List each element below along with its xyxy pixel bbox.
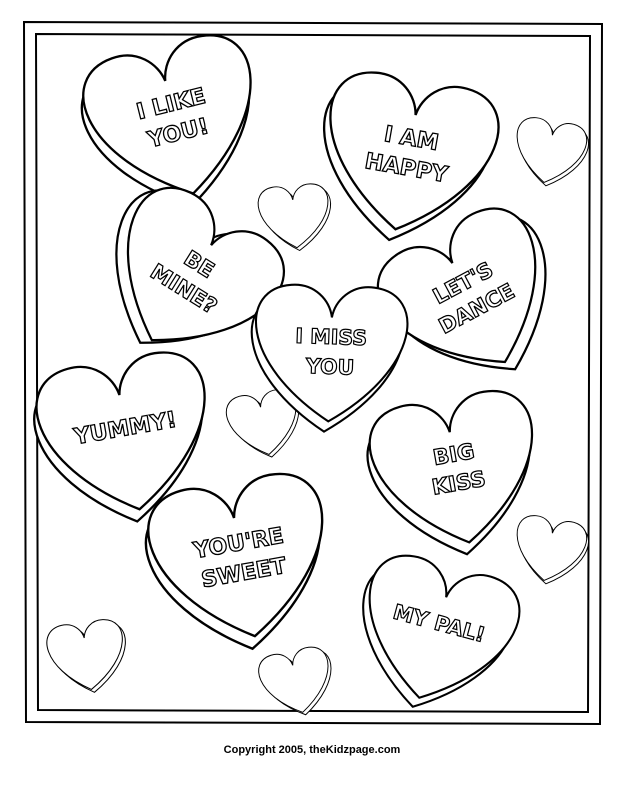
candy-heart: LET'S DANCE bbox=[363, 193, 589, 409]
small-heart bbox=[509, 512, 592, 591]
candy-heart: I AM HAPPY bbox=[304, 64, 507, 256]
frame bbox=[22, 20, 604, 726]
small-heart bbox=[509, 114, 592, 193]
candy-heart: BE MINE? bbox=[69, 172, 300, 388]
heart-text: I MISS bbox=[295, 324, 367, 350]
candy-heart: YOU'RE SWEET bbox=[138, 465, 343, 666]
heart-text: YOU bbox=[305, 354, 355, 380]
candy-heart: I MISS YOU bbox=[247, 282, 410, 436]
candy-heart: YUMMY! bbox=[26, 344, 224, 538]
small-heart bbox=[43, 616, 133, 699]
candy-heart: MY PAL! bbox=[338, 546, 529, 728]
candy-heart: I LIKE YOU! bbox=[72, 25, 277, 228]
copyright-text: Copyright 2005, theKidzpage.com bbox=[224, 744, 401, 756]
candy-heart: BIG KISS bbox=[360, 383, 551, 570]
